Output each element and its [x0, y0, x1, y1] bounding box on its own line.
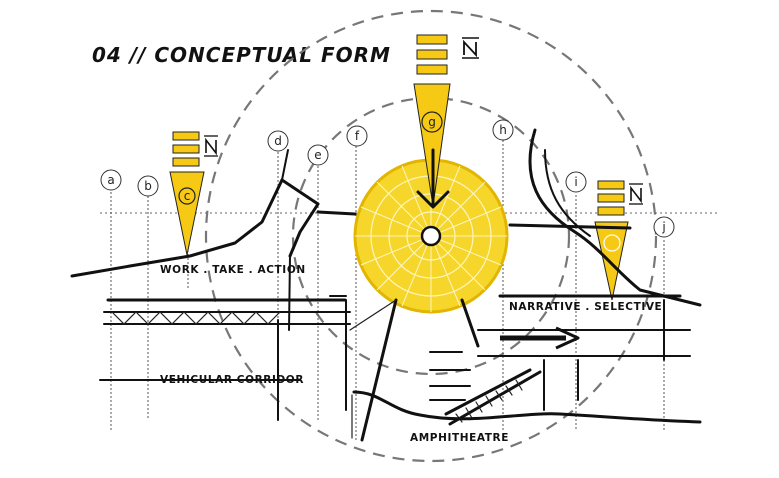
- grid-tag-a: a: [100, 169, 122, 191]
- grid-tag-b: b: [137, 175, 159, 197]
- label-narrative-selective: NARRATIVE . SELECTIVE: [509, 301, 662, 313]
- svg-text:i: i: [574, 175, 577, 189]
- svg-text:a: a: [107, 173, 114, 187]
- svg-text:c: c: [184, 189, 191, 203]
- yellow-sun-disc: [353, 158, 509, 314]
- svg-text:b: b: [144, 179, 152, 193]
- label-work-take-action: WORK . TAKE . ACTION: [160, 264, 306, 276]
- grid-tag-j: j: [653, 216, 675, 238]
- svg-text:d: d: [274, 134, 282, 148]
- yellow-arrow-indicator: g: [413, 34, 451, 209]
- grid-tag-f: f: [346, 125, 368, 147]
- svg-text:g: g: [428, 115, 436, 129]
- building-section-linework: [70, 128, 702, 442]
- svg-text:j: j: [661, 220, 665, 234]
- svg-text:f: f: [355, 129, 360, 143]
- grid-tag-i: i: [565, 171, 587, 193]
- grid-tag-h: h: [492, 119, 514, 141]
- label-vehicular-corridor: VEHICULAR CORRIDOR: [160, 374, 304, 386]
- yellow-arrow-indicator: c: [169, 131, 205, 256]
- grid-tag-e: e: [307, 144, 329, 166]
- svg-text:h: h: [499, 123, 507, 137]
- page-title: 04 // CONCEPTUAL FORM: [92, 43, 391, 67]
- north-arrow-icon: [204, 135, 218, 157]
- north-arrow-icon: [629, 183, 643, 205]
- svg-text:e: e: [314, 148, 321, 162]
- label-amphitheatre: AMPHITHEATRE: [410, 432, 509, 444]
- yellow-arrow-indicator: [594, 180, 629, 301]
- north-arrow-icon: [462, 37, 479, 59]
- direction-arrow-icon: [500, 326, 580, 350]
- grid-tag-d: d: [267, 130, 289, 152]
